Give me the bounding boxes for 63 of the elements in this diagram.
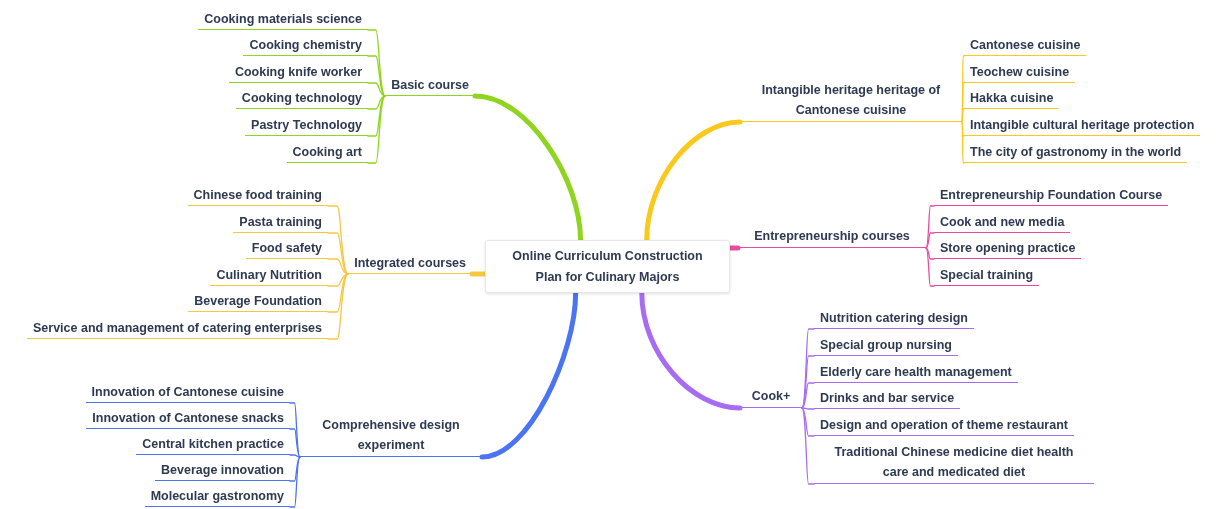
central-topic-box: Online Curriculum Construction Plan for Culinary Majors — [485, 240, 730, 293]
subtopic: Special training — [934, 265, 1040, 286]
connector-line — [289, 454, 301, 458]
connector-line — [961, 108, 965, 123]
subtopic: Nutrition catering design — [814, 308, 974, 329]
connector-line — [367, 82, 386, 97]
subtopic: Intangible cultural heritage protection — [964, 115, 1201, 136]
subtopic: Design and operation of theme restaurant — [814, 415, 1074, 436]
connector-line — [925, 247, 935, 260]
connector-line — [289, 428, 301, 458]
subtopic: Cook and new media — [934, 212, 1071, 233]
subtopic: Innovation of Cantonese snacks — [86, 408, 290, 429]
connector-line — [289, 456, 301, 508]
subtopic: Beverage innovation — [155, 460, 290, 481]
subtopic: Service and management of catering enterprises — [27, 318, 328, 339]
connector-line — [289, 402, 301, 458]
subtopic: Cantonese cuisine — [964, 35, 1087, 56]
subtopic: Molecular gastronomy — [144, 486, 290, 507]
connector-line — [801, 407, 815, 485]
connector-line — [367, 95, 386, 137]
subtopic: Cooking knife worker — [228, 62, 368, 83]
connector-line — [801, 407, 815, 437]
branch-topic: Intangible heritage heritage of Cantonese cuisine — [740, 78, 962, 122]
subtopic: Chinese food training — [187, 185, 328, 206]
subtopic: Cooking art — [286, 142, 368, 163]
subtopic: Elderly care health management — [814, 362, 1018, 383]
subtopic: Special group nursing — [814, 335, 958, 356]
connector-line — [925, 232, 935, 249]
branch-topic: Integrated courses — [348, 253, 472, 274]
connector-line — [327, 258, 349, 275]
subtopic: Hakka cuisine — [964, 88, 1060, 109]
connector-line — [367, 55, 386, 97]
subtopic: The city of gastronomy in the world — [964, 142, 1188, 163]
connector-line — [925, 247, 935, 287]
subtopic: Beverage Foundation — [188, 291, 328, 312]
subtopic: Cooking technology — [235, 88, 368, 109]
subtopic: Entrepreneurship Foundation Course — [934, 185, 1169, 206]
subtopic: Central kitchen practice — [136, 434, 290, 455]
branch-topic: Entrepreneurship courses — [738, 224, 926, 248]
connector-line — [801, 382, 815, 409]
subtopic: Drinks and bar service — [814, 388, 961, 409]
branch-topic: Basic course — [385, 75, 475, 96]
subtopic: Innovation of Cantonese cuisine — [85, 382, 290, 403]
connector-line — [327, 273, 349, 287]
branch-topic: Cook+ — [740, 384, 802, 408]
subtopic: Culinary Nutrition — [210, 265, 328, 286]
subtopic: Food safety — [245, 238, 328, 259]
subtopic: Store opening practice — [934, 238, 1082, 259]
subtopic: Teochew cuisine — [964, 62, 1076, 83]
connector-line — [327, 232, 349, 275]
connector-line — [327, 273, 349, 313]
connector-line — [925, 205, 935, 249]
connector-line — [289, 456, 301, 482]
subtopic: Pastry Technology — [245, 115, 368, 136]
connector-line — [961, 121, 965, 137]
connector-line — [801, 407, 815, 410]
subtopic: Pasta training — [233, 212, 328, 233]
connector-line — [367, 95, 386, 110]
subtopic: Cooking chemistry — [243, 35, 368, 56]
branch-topic: Comprehensive design experiment — [300, 413, 482, 457]
subtopic: Cooking materials science — [198, 9, 368, 30]
subtopic: Traditional Chinese medicine diet health care and medicated diet — [814, 440, 1094, 484]
connector-line — [961, 121, 965, 164]
